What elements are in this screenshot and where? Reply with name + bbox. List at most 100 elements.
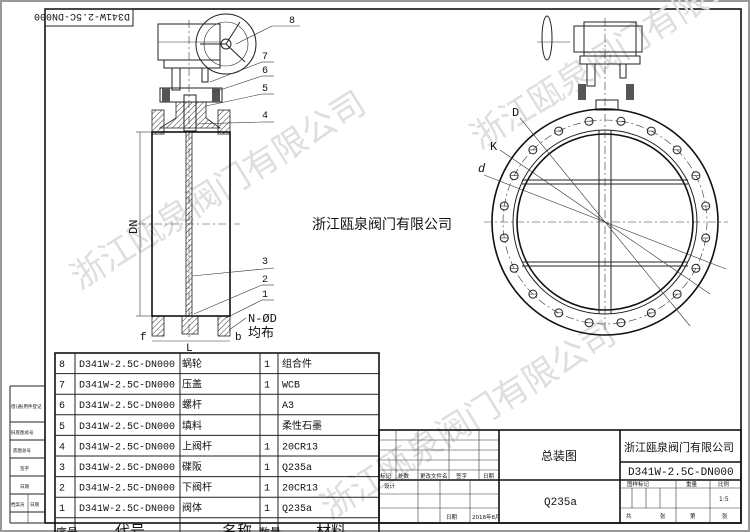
leader-label: 1 [262,290,268,301]
cell-qty: 1 [264,484,270,495]
cell-name: 蜗轮 [182,357,202,370]
cell-no: 3 [59,463,65,474]
header-code: 代号 [115,522,145,532]
title-material: Q235a [544,497,577,509]
rev-header: 处数 [398,472,410,480]
header-material: 材料 [316,522,346,532]
cell-code: D341W-2.5C-DN000 [79,484,175,495]
table-row: 4 D341W-2.5C-DN000 上阀杆 1 20CR13 [59,439,318,453]
cell-name: 压盖 [182,378,202,391]
table-row: 6 D341W-2.5C-DN000 螺杆 A3 [59,399,294,412]
sample-mark-label: 图样标记 [627,480,650,488]
total-label: 共 [626,512,632,520]
rev-header: 签字 [456,472,468,480]
strip-label: 档案员 [11,501,25,508]
cell-no: 2 [59,484,65,495]
leader-label: 5 [262,84,268,95]
sheet-label-2: 张 [722,512,728,520]
dim-l: L [186,343,193,355]
title-company: 浙江瓯泉阀门有限公司 [624,440,734,454]
cell-material: Q235a [282,504,312,515]
dim-uniform: 均布 [248,326,274,341]
table-row: 5 D341W-2.5C-DN000 填料 柔性石墨 [59,419,322,433]
cell-name: 阀体 [182,501,202,514]
cell-name: 上阀杆 [182,439,212,452]
cell-qty: 1 [264,381,270,392]
watermark-text: 浙江瓯泉阀门有限公司 [314,314,624,528]
cell-code: D341W-2.5C-DN000 [79,442,175,453]
cell-name: 填料 [182,419,202,432]
drawing-title: 总装图 [541,449,577,463]
dim-b: b [235,332,242,344]
dim-dn: DN [127,220,141,234]
part-leaders: 8 7 6 5 4 3 2 1 [191,16,300,319]
scale-label: 比例 [718,480,730,488]
dim-d: d [478,162,486,176]
dim-f: f [140,332,147,344]
scale-value: 1:5 [719,496,729,503]
cell-no: 5 [59,422,65,433]
cell-qty: 1 [264,463,270,474]
cell-material: Q235a [282,463,312,474]
date-value: 2018年8月 [472,513,501,521]
side-registration-strip: 借(通)用件登记旧底图总号底图总号签字日期档案员日期 [9,385,45,524]
dim-K: K [490,140,498,154]
cell-code: D341W-2.5C-DN000 [79,360,175,371]
rev-header: 日期 [483,473,495,480]
valve-side-view: DN f L b N-ØD 均布 [127,13,277,355]
cell-qty: 1 [264,504,270,515]
cell-material: WCB [282,381,300,392]
cell-no: 4 [59,442,65,453]
rev-header: 标记 [380,472,392,480]
strip-label: 日期 [20,484,29,490]
cell-no: 6 [59,401,65,412]
cell-no: 7 [59,381,65,392]
drawing-number: D341W-2.5C-DN000 [628,467,734,479]
cell-name: 碟阪 [182,460,202,473]
table-row: 1 D341W-2.5C-DN000 阀体 1 Q235a [59,501,312,515]
cell-code: D341W-2.5C-DN000 [79,504,175,515]
cell-name: 下阀杆 [182,481,212,494]
leader-label: 2 [262,275,268,286]
cell-material: 20CR13 [282,484,318,495]
strip-label: 日期 [30,502,39,508]
header-no: 序号 [56,525,78,532]
dim-nd: N-ØD [248,312,277,326]
cell-code: D341W-2.5C-DN000 [79,401,175,412]
design-label: 设计 [384,482,396,490]
rev-header: 更改文件名 [420,472,448,480]
cell-code: D341W-2.5C-DN000 [79,463,175,474]
cell-no: 1 [59,504,65,515]
strip-label: 借(通)用件登记 [11,403,42,410]
title-block: 标记 处数 更改文件名 签字 日期 设计 日期 2018年8月 图样标记 重量 … [378,429,742,524]
cell-material: 组合件 [282,357,312,371]
cell-qty: 1 [264,442,270,453]
strip-label: 签字 [20,465,29,472]
cell-material: 柔性石墨 [282,419,322,433]
dim-D: D [512,106,519,120]
drawing-code-upside-down: D341W-2.5C-DN000 [34,10,130,21]
leader-label: 6 [262,66,268,77]
leader-label: 8 [289,16,295,27]
date-label: 日期 [446,514,458,521]
leader-label: 7 [262,52,268,63]
valve-front-view: D K d [478,15,728,336]
cell-name: 螺杆 [182,399,202,411]
table-row: 3 D341W-2.5C-DN000 碟阪 1 Q235a [59,460,312,474]
company-label: 浙江瓯泉阀门有限公司 [312,216,452,233]
cell-material: 20CR13 [282,442,318,453]
sheet-label: 张 [660,512,666,520]
mirrored-drawing-code: D341W-2.5C-DN000 [34,8,134,27]
header-qty: 数量 [259,526,281,532]
cell-code: D341W-2.5C-DN000 [79,422,175,433]
table-row: 8 D341W-2.5C-DN000 蜗轮 1 组合件 [59,357,312,371]
leader-label: 3 [262,257,268,268]
weight-label: 重量 [686,480,698,488]
cell-qty: 1 [264,360,270,371]
cell-material: A3 [282,401,294,412]
cell-no: 8 [59,360,65,371]
